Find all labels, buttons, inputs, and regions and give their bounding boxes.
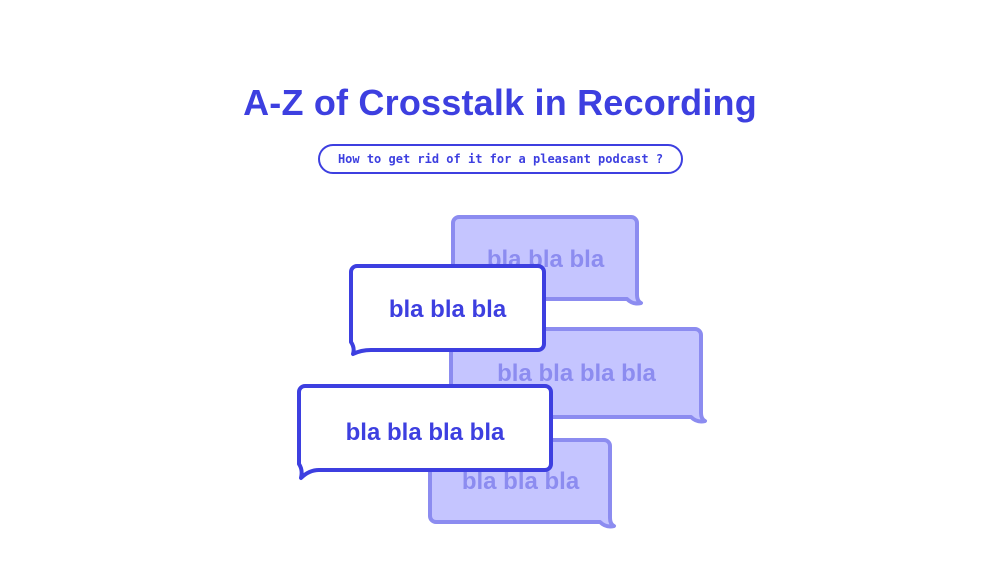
subtitle-text: How to get rid of it for a pleasant podc…: [337, 152, 664, 166]
subtitle-pill: How to get rid of it for a pleasant podc…: [318, 144, 683, 174]
page-title: A-Z of Crosstalk in Recording: [243, 82, 757, 123]
bubble-text: bla bla bla bla: [497, 360, 656, 387]
bubble-text: bla bla bla: [461, 468, 580, 495]
bubble-text: bla bla bla: [388, 296, 507, 323]
speech-bubble-4: bla bla bla bla: [297, 384, 553, 482]
bubble-text: bla bla bla bla: [345, 419, 505, 446]
speech-bubble-2: bla bla bla: [349, 264, 546, 356]
